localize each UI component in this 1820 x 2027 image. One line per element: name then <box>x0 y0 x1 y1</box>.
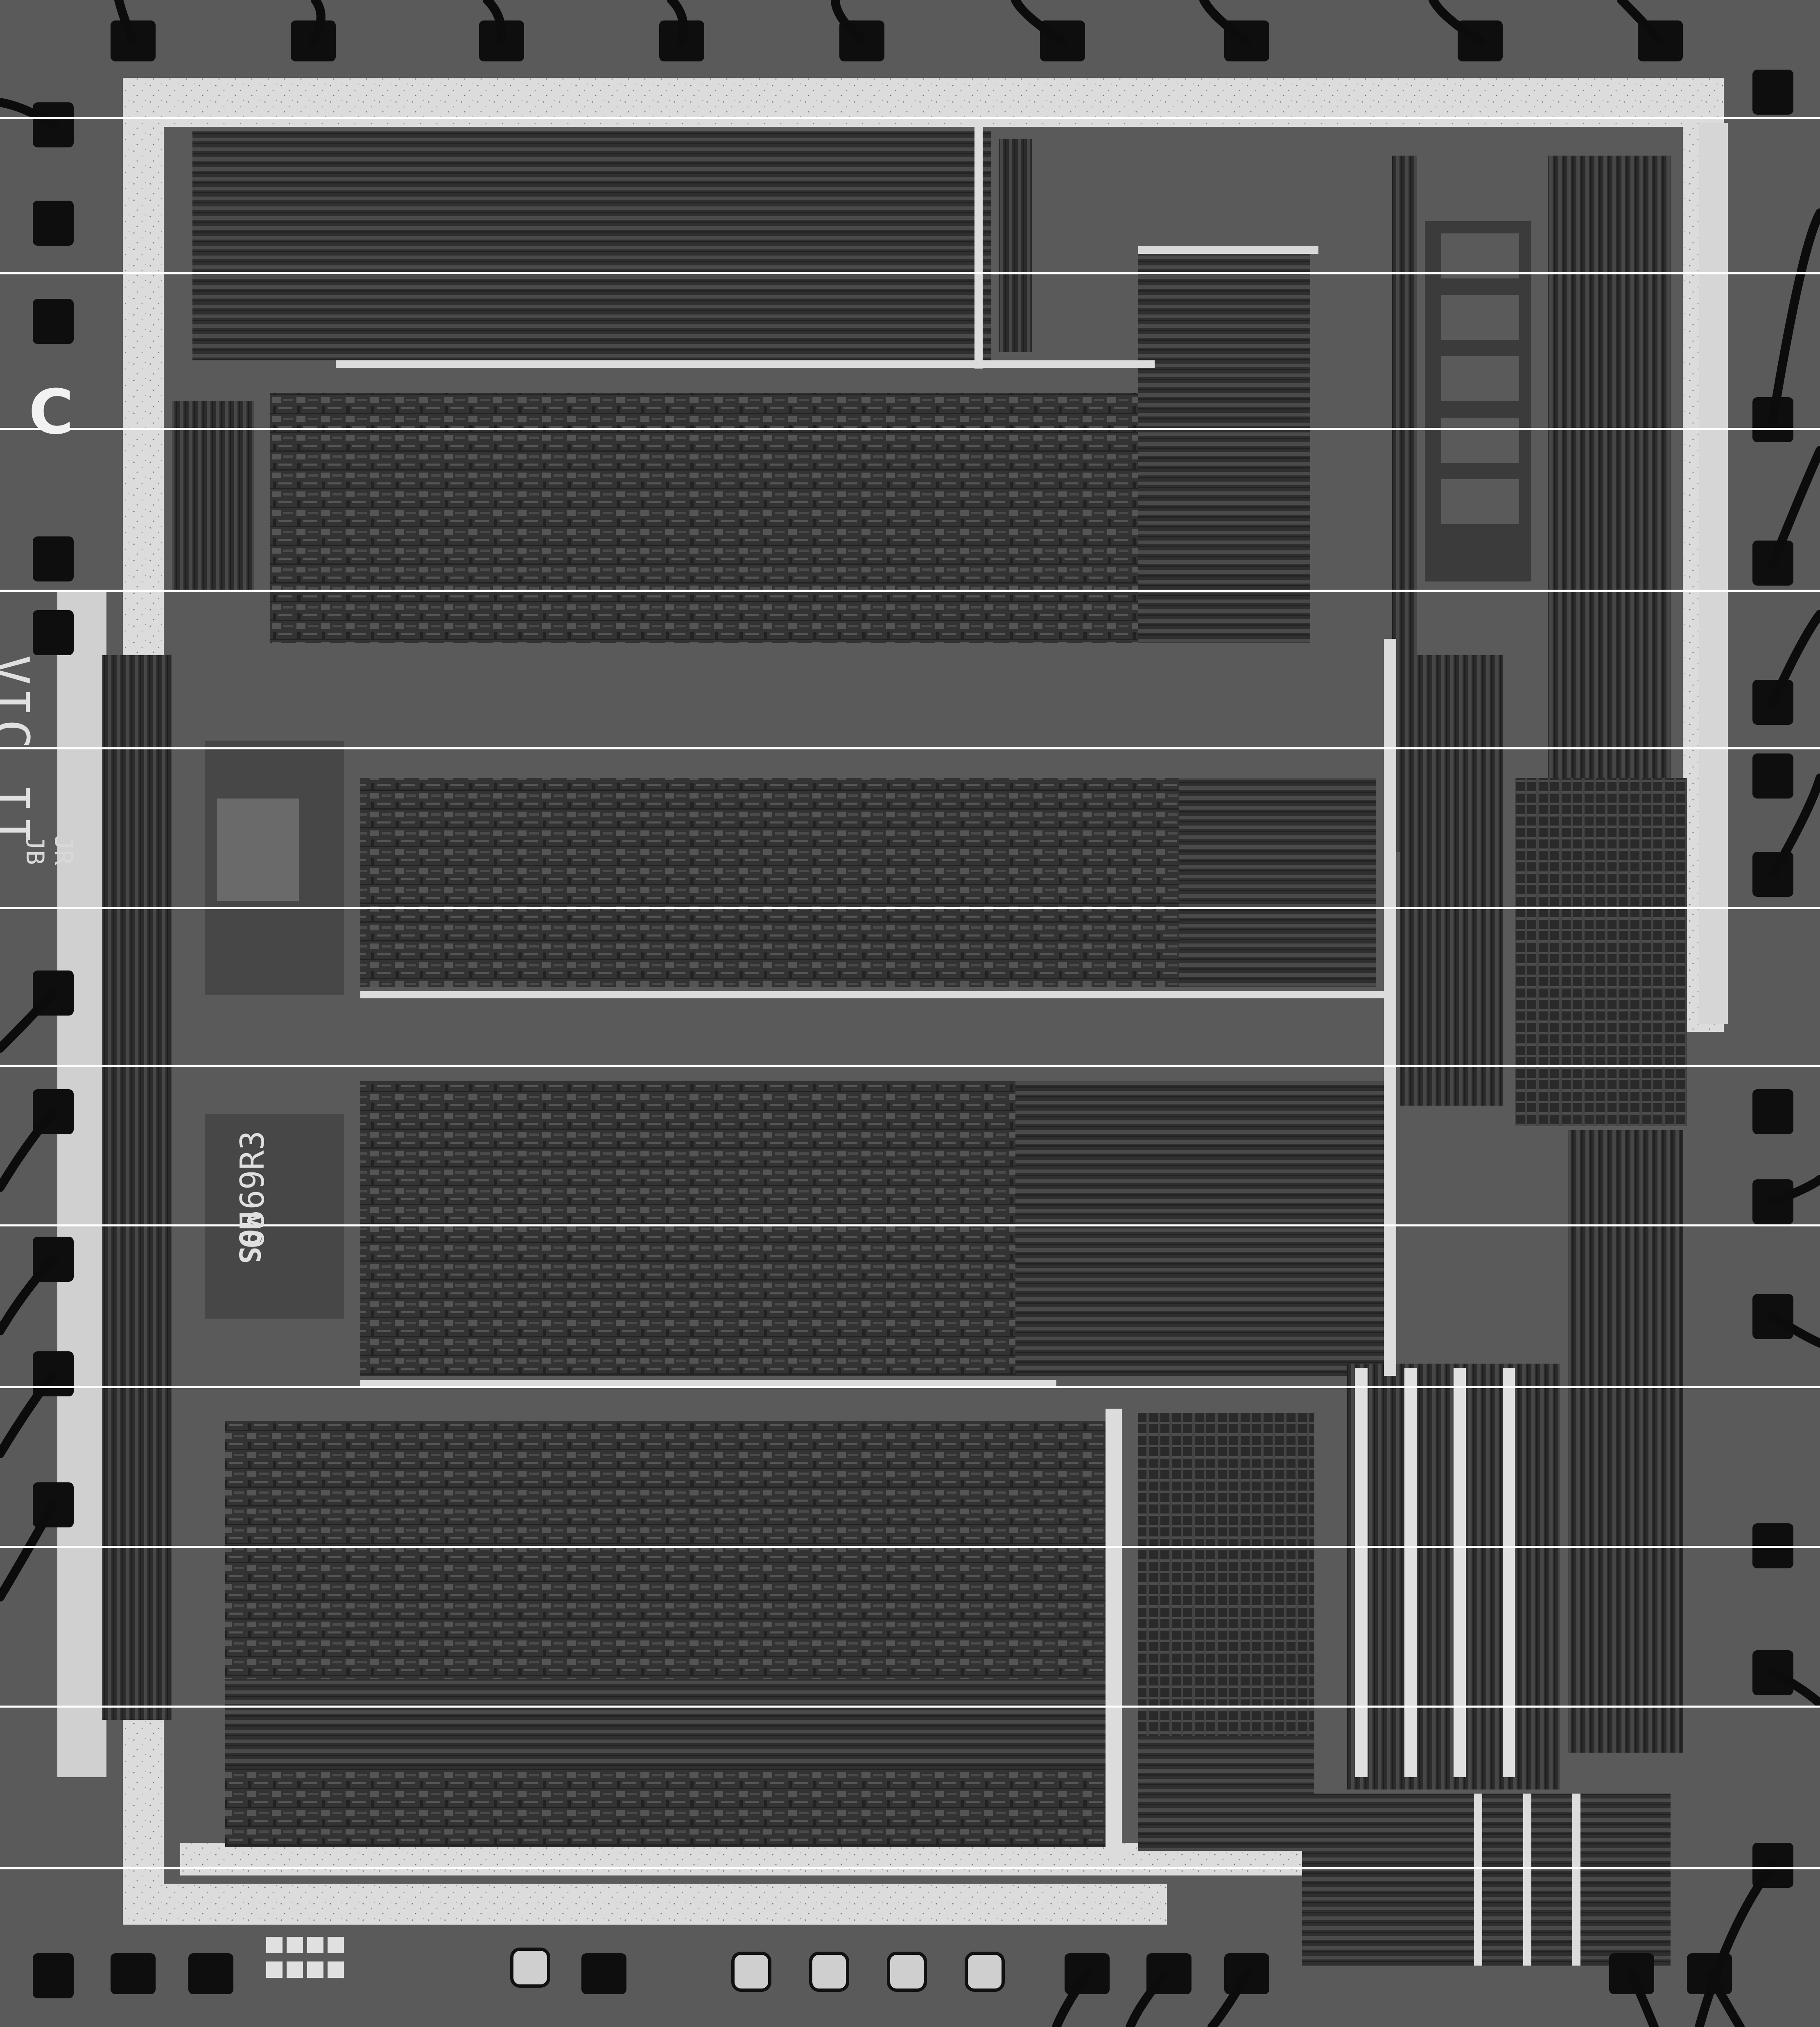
top-array-block <box>192 131 991 360</box>
image-seams <box>0 117 1820 1869</box>
designer-initials-2: JB <box>20 835 49 865</box>
small-pads <box>266 1937 344 1978</box>
test-pads <box>510 1948 1005 1992</box>
bottom-logic-block <box>225 1421 1106 1847</box>
upper-logic-block <box>270 393 1302 643</box>
middle-logic-block-2 <box>360 1081 1015 1376</box>
part-number-marking: 6569R3 <box>233 1131 271 1249</box>
pla-grid-block <box>1138 1413 1314 1736</box>
designer-initials-1: JR <box>49 835 78 865</box>
middle-logic-block-1 <box>360 778 1179 987</box>
power-ring-inner <box>135 90 1691 127</box>
chip-name-marking: VIC II <box>0 655 39 848</box>
commodore-logo: C <box>29 377 74 448</box>
